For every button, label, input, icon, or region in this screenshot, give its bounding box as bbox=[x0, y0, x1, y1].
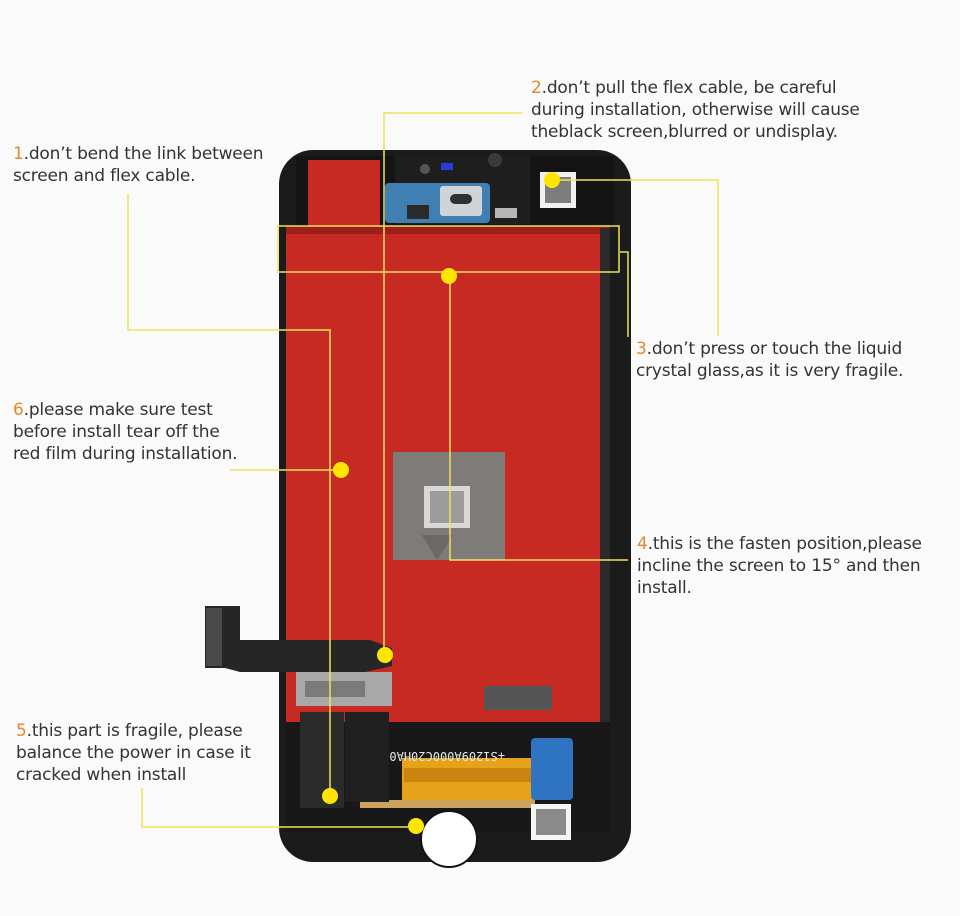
home-button-hole bbox=[421, 811, 477, 867]
note-1: 1.don’t bend the link between screen and… bbox=[13, 143, 264, 187]
note-2-line-3: theblack screen,blurred or undisplay. bbox=[531, 122, 838, 142]
note-4-line-1: .this is the fasten position,please bbox=[647, 534, 922, 554]
blue-connector bbox=[531, 738, 573, 800]
red-film-top-left bbox=[308, 160, 380, 226]
note-1-line-2: screen and flex cable. bbox=[13, 166, 196, 186]
note-3-line-1: .don’t press or touch the liquid bbox=[646, 339, 903, 359]
note-3-line-2: crystal glass,as it is very fragile. bbox=[636, 361, 904, 381]
note-6: 6.please make sure test before install t… bbox=[13, 399, 238, 465]
note-2-number: 2 bbox=[531, 78, 542, 98]
note-6-line-1: .please make sure test bbox=[23, 400, 213, 420]
note-5-line-3: cracked when install bbox=[16, 765, 187, 785]
note-2: 2.don’t pull the flex cable, be careful … bbox=[531, 77, 860, 143]
panel-print: +S1209A000C20HA0 bbox=[389, 749, 505, 763]
note-2-line-2: during installation, otherwise will caus… bbox=[531, 100, 860, 120]
note-5-number: 5 bbox=[16, 721, 27, 741]
note-1-number: 1 bbox=[13, 144, 24, 164]
note-3-number: 3 bbox=[636, 339, 647, 359]
note-5-line-1: .this part is fragile, please bbox=[26, 721, 243, 741]
note-4-number: 4 bbox=[637, 534, 648, 554]
note-1-line-1: .don’t bend the link between bbox=[23, 144, 264, 164]
note-4-line-2: incline the screen to 15° and then bbox=[637, 556, 921, 576]
note-2-line-1: .don’t pull the flex cable, be careful bbox=[541, 78, 837, 98]
note-6-line-2: before install tear off the bbox=[13, 422, 220, 442]
note-5: 5.this part is fragile, please balance t… bbox=[16, 720, 251, 786]
note-6-number: 6 bbox=[13, 400, 24, 420]
note-4: 4.this is the fasten position,please inc… bbox=[637, 533, 922, 599]
note-6-line-3: red film during installation. bbox=[13, 444, 238, 464]
note-4-line-3: install. bbox=[637, 578, 692, 598]
note-5-line-2: balance the power in case it bbox=[16, 743, 251, 763]
note-3: 3.don’t press or touch the liquid crysta… bbox=[636, 338, 903, 382]
